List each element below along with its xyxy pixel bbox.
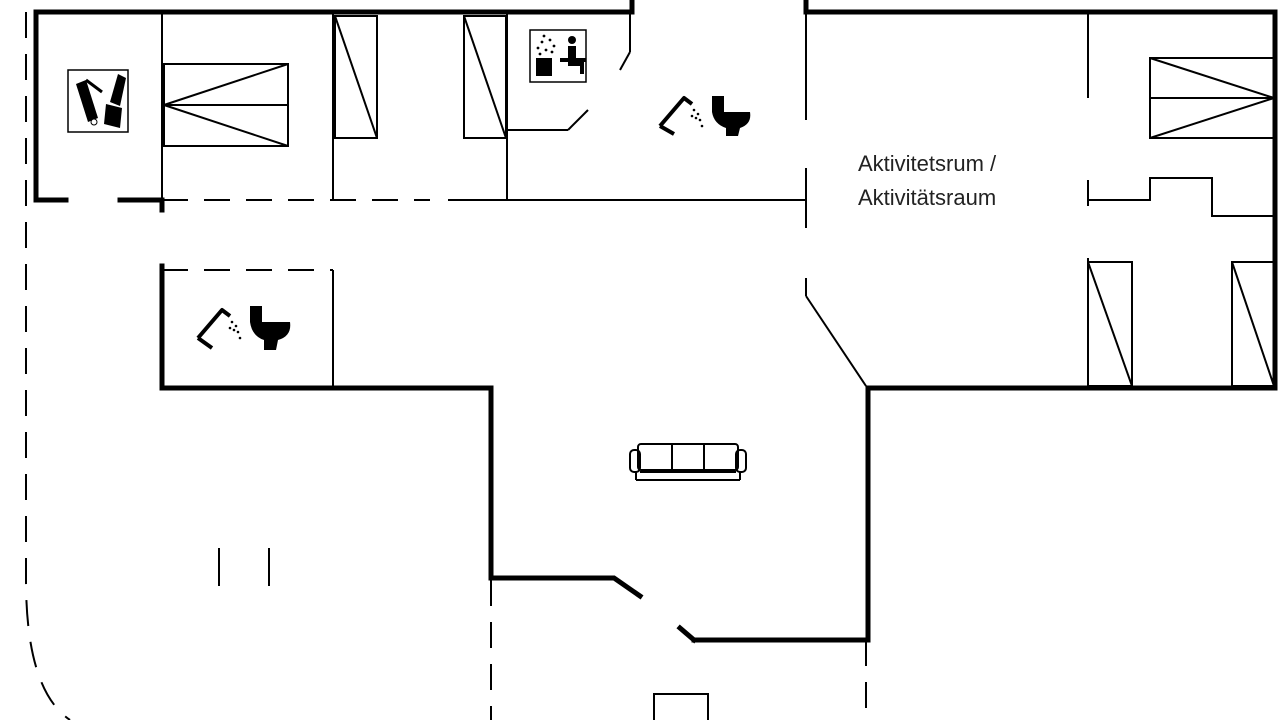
bed-icon (1149, 57, 1275, 139)
bed-icon (163, 63, 289, 147)
washing-machine-icon (67, 69, 129, 133)
sauna-icon (529, 29, 587, 83)
terrace-outline (25, 12, 867, 720)
exterior-walls (33, 0, 1278, 644)
shower-toilet-icon (658, 96, 751, 136)
sofa-icon (629, 443, 747, 481)
shower-toilet-icon (196, 306, 291, 350)
wardrobe-icon (1087, 261, 1133, 387)
room-label-activity-line-1: Aktivitetsrum / (858, 151, 997, 176)
wardrobe-icon (463, 15, 507, 139)
room-label-activity-line-2: Aktivitätsraum (858, 185, 996, 210)
wardrobe-icon (334, 15, 378, 139)
wardrobe-icon (1231, 261, 1275, 387)
